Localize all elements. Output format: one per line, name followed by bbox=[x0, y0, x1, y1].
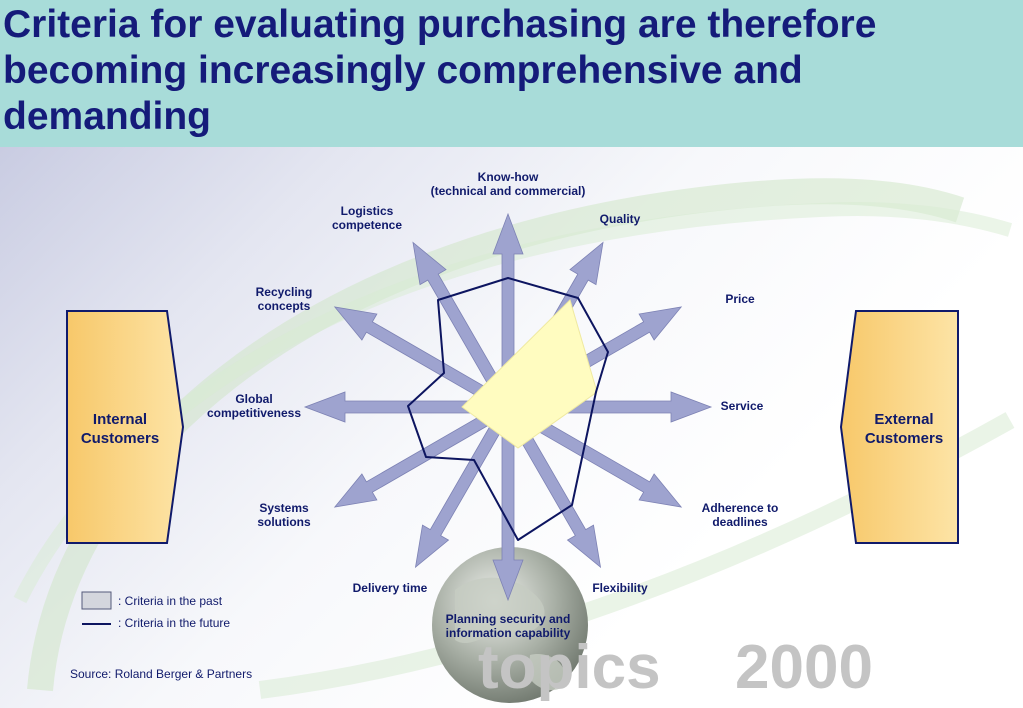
internal-customers-label-2: Customers bbox=[81, 430, 159, 447]
criteria-diagram: topics 2000 Know-how(technical and comme… bbox=[13, 170, 1015, 703]
criterion-label-global-competitiveness: Global bbox=[235, 392, 272, 406]
source-note: Source: Roland Berger & Partners bbox=[70, 667, 252, 681]
external-customers-label-1: External bbox=[874, 411, 933, 428]
external-customers-box: External Customers bbox=[839, 310, 959, 544]
internal-customers-label-1: Internal bbox=[93, 411, 147, 428]
criterion-label-logistics-competence: competence bbox=[332, 218, 402, 232]
criterion-label-recycling-concepts: concepts bbox=[258, 299, 311, 313]
criterion-label-service: Service bbox=[721, 399, 764, 413]
slide-title: Criteria for evaluating purchasing are t… bbox=[3, 3, 877, 138]
criterion-label-adherence-to-deadlines: Adherence to bbox=[702, 501, 779, 515]
criterion-label-know-how: (technical and commercial) bbox=[431, 184, 586, 198]
criterion-label-adherence-to-deadlines: deadlines bbox=[712, 515, 768, 529]
criterion-label-know-how: Know-how bbox=[478, 170, 539, 184]
criterion-label-systems-solutions: solutions bbox=[257, 515, 311, 529]
external-customers-label-2: Customers bbox=[865, 430, 943, 447]
criterion-label-recycling-concepts: Recycling bbox=[256, 285, 313, 299]
criterion-label-global-competitiveness: competitiveness bbox=[207, 406, 301, 420]
criterion-label-planning-security: Planning security and bbox=[446, 612, 571, 626]
watermark-brand: topics bbox=[478, 633, 661, 702]
slide-content: topics 2000 Know-how(technical and comme… bbox=[0, 147, 1023, 708]
criterion-label-systems-solutions: Systems bbox=[259, 501, 309, 515]
topics-2000-watermark: topics 2000 bbox=[478, 633, 873, 702]
legend: : Criteria in the past : Criteria in the… bbox=[81, 591, 230, 630]
criterion-label-price: Price bbox=[725, 292, 755, 306]
legend-past-label: : Criteria in the past bbox=[118, 594, 223, 608]
criterion-label-quality: Quality bbox=[600, 212, 641, 226]
watermark-year: 2000 bbox=[735, 633, 873, 702]
globe-icon bbox=[432, 547, 588, 703]
criterion-label-flexibility: Flexibility bbox=[592, 581, 648, 595]
internal-customers-box: Internal Customers bbox=[66, 310, 185, 544]
legend-past-swatch bbox=[81, 591, 112, 610]
criterion-label-logistics-competence: Logistics bbox=[341, 204, 394, 218]
criteria-labels: Know-how(technical and commercial) Qualit… bbox=[207, 170, 778, 640]
future-criteria-outline bbox=[407, 277, 609, 541]
legend-future-label: : Criteria in the future bbox=[118, 616, 230, 630]
criterion-label-delivery-time: Delivery time bbox=[353, 581, 428, 595]
header-band: Criteria for evaluating purchasing are t… bbox=[0, 0, 1023, 147]
criterion-label-planning-security: information capability bbox=[446, 626, 571, 640]
